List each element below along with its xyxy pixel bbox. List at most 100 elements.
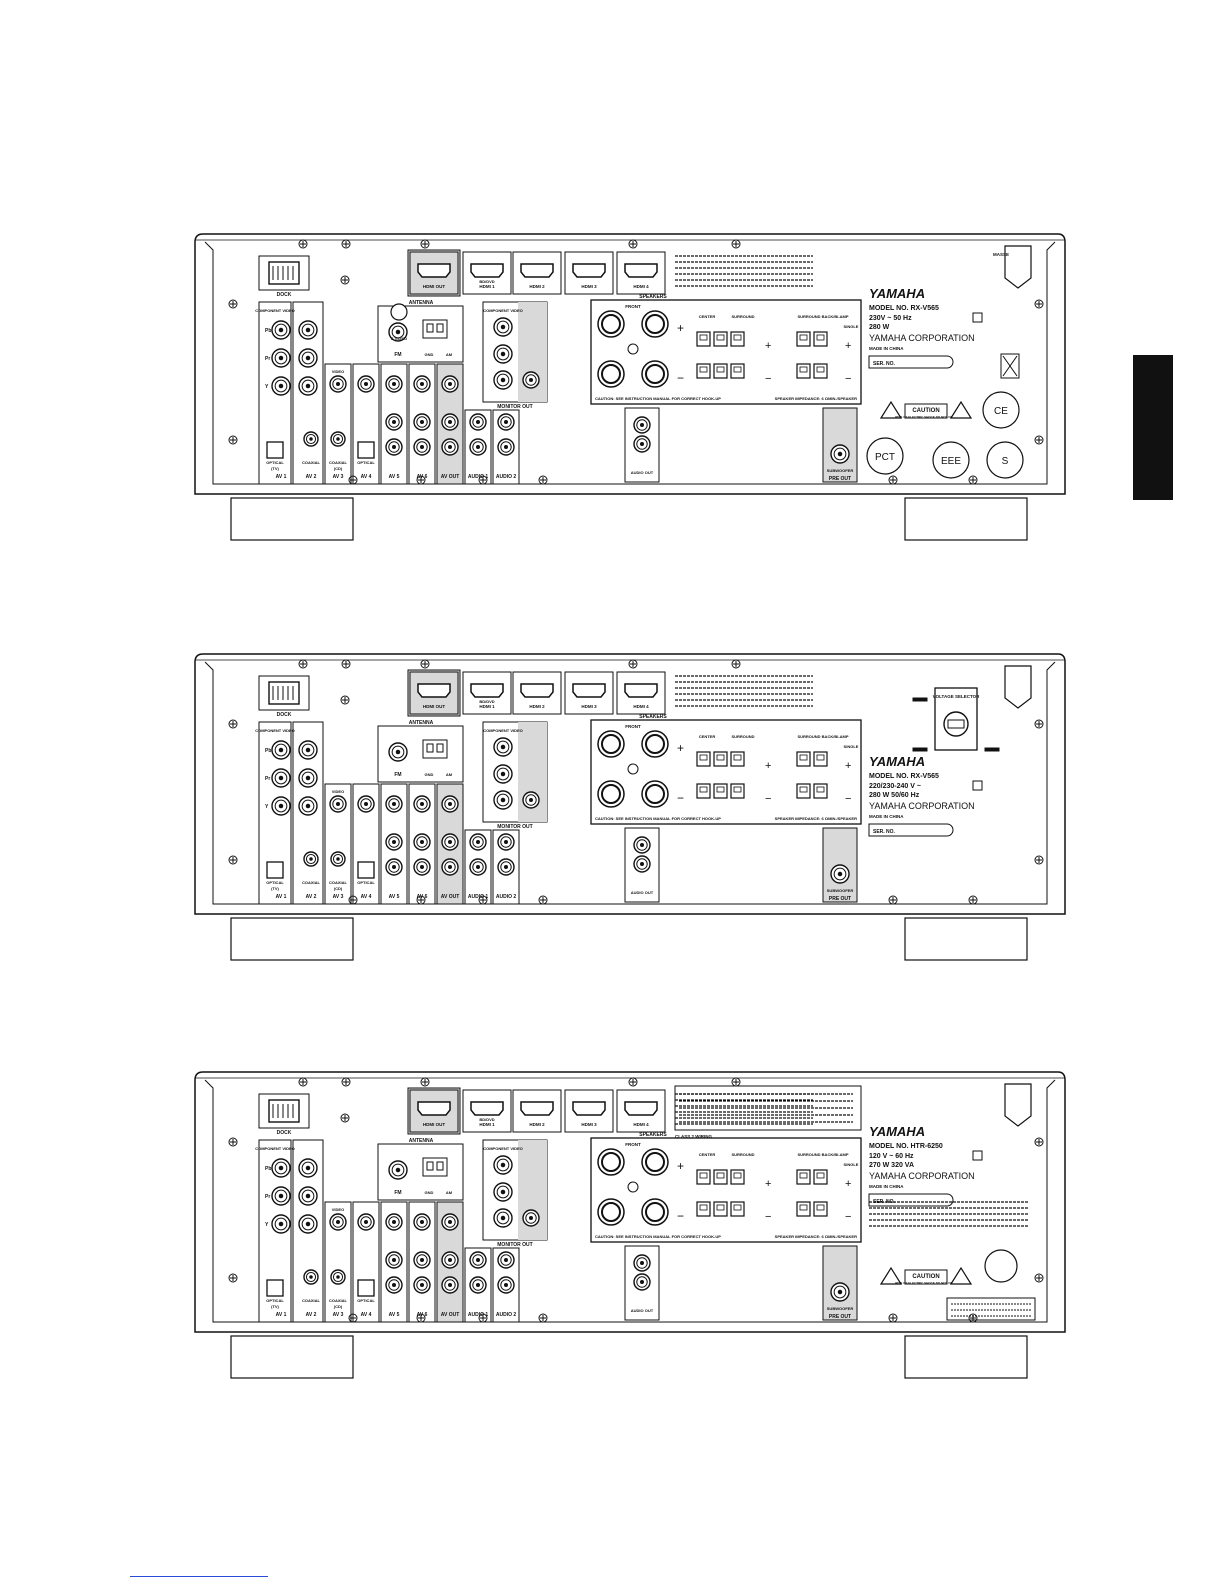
av1-label: AV 1 <box>276 894 287 900</box>
front-center-screw <box>627 343 639 355</box>
speaker-post-ring <box>645 1152 665 1172</box>
component-video-label: COMPONENT VIDEO <box>255 308 295 313</box>
av4-label: AV 4 <box>361 474 372 480</box>
hdmi-sublabel: BD/DVD <box>479 699 494 704</box>
speaker-clip <box>730 751 745 767</box>
av-jack-ring <box>416 441 428 453</box>
speaker-clip <box>813 783 828 799</box>
speaker-post-ring <box>645 1202 665 1222</box>
optical-port <box>357 861 375 879</box>
voltage-selector-frame <box>934 687 978 751</box>
audio-jack-pin <box>476 445 480 449</box>
av-jack-pin <box>392 420 396 424</box>
hdmi-label: HDMI OUT <box>423 1122 445 1127</box>
am-terminal-clip <box>436 743 444 753</box>
section-tab <box>1133 355 1173 500</box>
audio-jack-ring <box>472 836 484 848</box>
component-jack-ring <box>274 771 288 785</box>
screw-slot <box>1036 857 1042 863</box>
screw-slot <box>540 1315 546 1321</box>
made-in-label: MADE IN CHINA <box>869 1184 904 1189</box>
caution-plate <box>904 1269 948 1285</box>
component-jack-ring <box>274 1189 288 1203</box>
speaker-clip-slot <box>699 1172 708 1179</box>
monitor-video-jack-ring <box>525 794 537 806</box>
audio-jack-pin <box>504 445 508 449</box>
certification-mark-label: S <box>1002 456 1009 467</box>
speakers-label: SPEAKERS <box>639 714 667 720</box>
ul-listing-mark <box>984 1249 1018 1283</box>
video-jack-pin <box>364 802 368 806</box>
hdmi-jack-frame <box>409 1089 459 1133</box>
av-jack-ring <box>388 1216 400 1228</box>
component-jack-pin <box>305 383 311 389</box>
chassis-inner-edge <box>204 1079 1056 1323</box>
av-jack-pin <box>392 865 396 869</box>
hdmi-port <box>470 263 504 278</box>
front-plus: + <box>677 321 684 335</box>
video-jack-pin <box>364 1220 368 1224</box>
fm-label: FM <box>394 352 401 358</box>
av1-label: AV 1 <box>276 1312 287 1318</box>
monitor-out-jack-ring <box>496 793 510 807</box>
component-jack-ring <box>274 379 288 393</box>
coaxial-jack-ring <box>305 853 317 865</box>
component-jack-pin <box>278 1165 284 1171</box>
component-jack-ring <box>274 1161 288 1175</box>
audio-jack-ring <box>472 416 484 428</box>
center-minus: − <box>765 1211 771 1223</box>
speaker-clip-slot <box>799 1204 808 1211</box>
speaker-clip-slot <box>733 1204 742 1211</box>
audio-jack-ring <box>500 836 512 848</box>
screw-slot <box>733 241 739 247</box>
center-label: CENTER <box>699 314 716 319</box>
hdmi-jack-frame <box>616 251 666 295</box>
antenna-label: ANTENNA <box>409 1138 434 1144</box>
speaker-clip <box>713 363 728 379</box>
component-jack-pin <box>278 1193 284 1199</box>
component-jack-label: Pr <box>265 356 270 362</box>
component-video-frame-2 <box>292 1139 324 1323</box>
hdmi-jack-frame <box>616 1089 666 1133</box>
audio-jack-ring <box>500 1254 512 1266</box>
dock-label: DOCK <box>277 292 292 298</box>
speaker-clip-slot <box>733 786 742 793</box>
hdmi-label: HDMI OUT <box>423 284 445 289</box>
ac-cord-outlet <box>1004 1083 1032 1127</box>
sb-minus: − <box>845 373 851 385</box>
caution-text: RISK OF ELECTRIC SHOCK DO NOT OPEN <box>895 415 957 419</box>
footer-link[interactable] <box>130 1576 268 1577</box>
monitor-component-label: COMPONENT VIDEO <box>483 308 523 313</box>
hdmi-jack-frame <box>409 251 459 295</box>
video-jack-ring <box>360 378 372 390</box>
cd-label: (CD) <box>334 1304 343 1309</box>
av3-frame <box>324 1201 352 1323</box>
audio-jack-ring <box>500 416 512 428</box>
audio-out-jack-pin <box>640 862 644 866</box>
av-jack-ring <box>388 416 400 428</box>
component-jack-ring <box>301 1161 315 1175</box>
component-video-frame-2 <box>292 301 324 485</box>
screw-slot <box>418 897 424 903</box>
certification-mark <box>932 441 970 479</box>
screw-slot <box>733 1079 739 1085</box>
speakers-frame <box>590 1137 862 1243</box>
av-jack-pin <box>392 840 396 844</box>
av2-label: AV 2 <box>306 1312 317 1318</box>
coaxial-label: COAXIAL <box>329 460 348 465</box>
hdmi-label: HDMI 3 <box>581 704 597 709</box>
hdmi-jack-frame <box>564 1089 614 1133</box>
screw-slot <box>230 857 236 863</box>
monitor-out-jack-ring <box>496 1185 510 1199</box>
audio-jack-pin <box>476 1258 480 1262</box>
audio-jack-pin <box>476 865 480 869</box>
certification-mark-label: CE <box>994 406 1008 417</box>
speaker-clip-slot <box>816 1172 825 1179</box>
av-jack-pin <box>392 1220 396 1224</box>
component-jack-label: Y <box>265 384 269 390</box>
antenna-label: ANTENNA <box>409 720 434 726</box>
speaker-clip-slot <box>799 334 808 341</box>
component-jack-label: Y <box>265 804 269 810</box>
tv-label: (TV) <box>271 466 279 471</box>
gnd-label: GND <box>425 772 434 777</box>
